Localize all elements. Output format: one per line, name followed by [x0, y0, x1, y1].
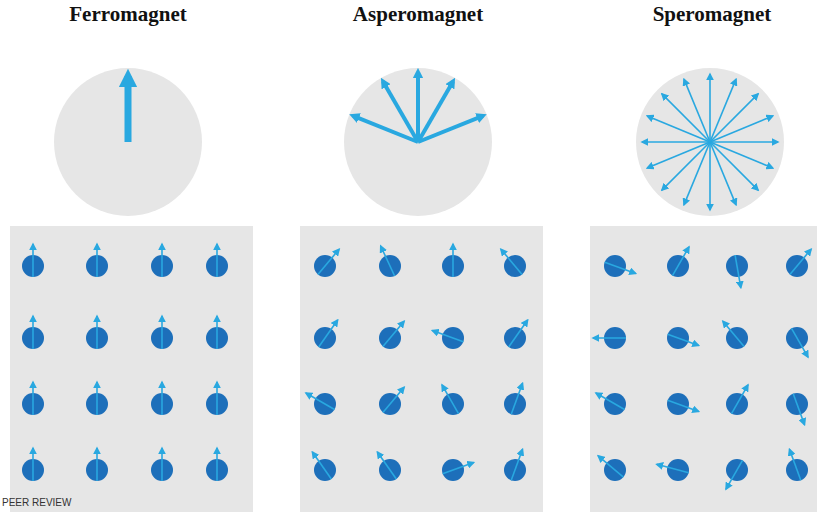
orientation-arrow	[418, 116, 483, 142]
spin-arrow	[509, 320, 528, 347]
orientation-arrow	[709, 142, 711, 210]
orientation-arrow	[642, 141, 710, 143]
orientation-arrow	[710, 142, 758, 190]
spin-arrow	[32, 448, 34, 481]
orientation-arrow	[383, 81, 418, 142]
spin-arrow	[593, 337, 626, 339]
panel-title: Ferromagnet	[69, 2, 186, 27]
spin-arrow	[312, 452, 331, 479]
spin-arrow	[306, 393, 335, 410]
spin-arrow	[792, 328, 809, 357]
spin-arrow	[673, 247, 690, 276]
spin-arrow	[452, 244, 454, 277]
spin-arrow	[789, 449, 800, 480]
spin-arrow	[32, 382, 34, 415]
spin-arrow	[442, 385, 459, 414]
spin-arrow	[443, 462, 474, 473]
orientation-arrow	[647, 142, 710, 168]
spin-arrow	[790, 249, 811, 274]
spin-arrow	[96, 244, 98, 277]
spin-arrow	[735, 255, 741, 287]
spin-arrow	[319, 320, 338, 347]
orientation-disc	[344, 68, 492, 216]
spin-arrow	[511, 383, 522, 414]
spin-arrow	[161, 316, 163, 349]
spin-arrow	[383, 387, 404, 412]
spin-arrow	[216, 382, 218, 415]
orientation-disc	[636, 68, 784, 216]
spin-arrow	[216, 316, 218, 349]
spin-arrow	[605, 262, 636, 273]
panel-title: Asperomagnet	[353, 2, 483, 27]
spin-arrow	[96, 448, 98, 481]
orientation-arrow	[125, 76, 132, 142]
spin-arrow	[377, 452, 396, 479]
spin-arrow	[657, 464, 689, 473]
spin-arrow	[318, 249, 339, 274]
panel-title: Speromagnet	[653, 2, 772, 27]
lattice-panel	[300, 226, 543, 512]
spin-arrow	[598, 456, 623, 477]
spin-arrow	[161, 382, 163, 415]
watermark: PEER REVIEW	[2, 497, 71, 508]
orientation-arrow	[710, 94, 758, 142]
spin-arrow	[726, 460, 743, 489]
orientation-arrow	[710, 142, 736, 205]
spin-arrow	[161, 448, 163, 481]
spin-arrow	[161, 244, 163, 277]
spin-arrow	[668, 400, 699, 411]
spin-arrow	[32, 316, 34, 349]
spin-arrow	[216, 244, 218, 277]
spin-arrow	[596, 393, 625, 410]
spin-arrow	[96, 382, 98, 415]
orientation-arrow	[710, 141, 778, 143]
spin-arrow	[383, 321, 404, 346]
spin-arrow	[216, 448, 218, 481]
spin-arrow	[501, 249, 522, 274]
spin-arrow	[668, 334, 699, 345]
orientation-arrow	[684, 79, 710, 142]
orientation-disc	[54, 68, 202, 216]
spin-arrow	[511, 449, 522, 480]
spin-arrow	[732, 385, 749, 414]
orientation-arrow	[710, 116, 773, 142]
spin-arrow	[432, 330, 463, 341]
spin-arrow	[96, 316, 98, 349]
lattice-panel	[590, 226, 817, 512]
spin-arrow	[32, 244, 34, 277]
orientation-arrow	[662, 94, 710, 142]
spin-arrow	[381, 246, 395, 276]
orientation-arrow	[662, 142, 710, 190]
spin-arrow	[723, 321, 744, 346]
lattice-panel	[10, 226, 253, 512]
orientation-arrow	[709, 74, 711, 142]
orientation-arrow	[416, 72, 420, 142]
spin-arrow	[793, 394, 804, 425]
